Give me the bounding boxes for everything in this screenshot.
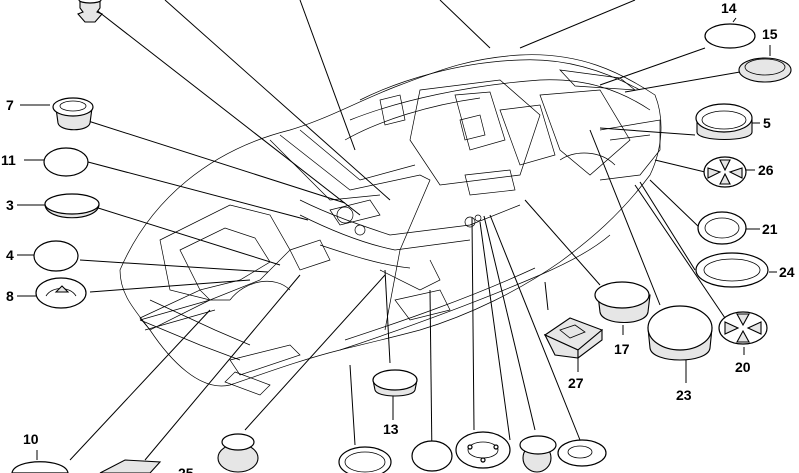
part-5-large-plug (695, 103, 753, 140)
part-4-oval-disc (33, 240, 79, 272)
part-24-ring-seal (695, 252, 769, 288)
part-15-domed-cap (738, 57, 792, 83)
label-8: 8 (6, 288, 14, 304)
part-27-foam-block (543, 317, 604, 360)
leader-lines (69, 0, 741, 461)
label-3: 3 (6, 197, 14, 213)
label-15: 15 (762, 26, 778, 42)
label-17: 17 (614, 341, 630, 357)
part-bottom-flat-disc (411, 440, 453, 472)
label-26: 26 (758, 162, 774, 178)
label-13: 13 (383, 421, 399, 437)
conical-plug-part (77, 0, 103, 23)
part-23-deep-cap (647, 305, 713, 361)
car-body-shell (119, 54, 662, 396)
part-bottom-domed-plug (217, 433, 259, 473)
part-bottom-dome-cap (557, 439, 607, 467)
part-bottom-left-disc (11, 461, 69, 473)
part-bottom-ring-cap (338, 446, 392, 473)
label-10: 10 (23, 431, 39, 447)
label-20: 20 (735, 359, 751, 375)
part-17-cup-plug (594, 281, 651, 323)
part-bottom-left-pad (99, 459, 162, 473)
label-24: 24 (779, 264, 795, 280)
part-14-flat-disc (704, 23, 756, 49)
part-11-flat-disc (43, 147, 89, 177)
label-21: 21 (762, 221, 778, 237)
label-23: 23 (676, 387, 692, 403)
label-25: 25 (178, 465, 194, 473)
part-20-cross-grommet (718, 311, 768, 345)
label-7: 7 (6, 97, 14, 113)
label-27: 27 (568, 375, 584, 391)
part-7-cup-plug (52, 97, 94, 131)
label-14: 14 (721, 0, 737, 16)
part-bottom-clip-grommet (455, 431, 511, 469)
part-bottom-cup-plug (519, 435, 557, 473)
label-4: 4 (6, 247, 14, 263)
part-3-domed-cap (44, 193, 100, 219)
part-8-clip-grommet (35, 277, 87, 309)
label-ticks (17, 17, 777, 460)
part-13-cup-plug (372, 369, 418, 397)
label-11: 11 (1, 152, 16, 168)
part-21-round-plug (697, 211, 747, 245)
part-26-cross-grommet (703, 156, 747, 188)
label-5: 5 (763, 115, 771, 131)
